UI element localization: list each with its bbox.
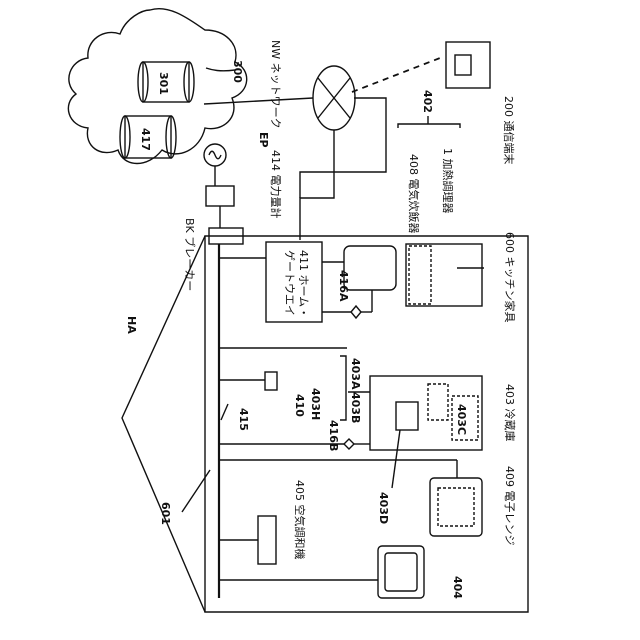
sensor-410 <box>265 372 277 390</box>
house-ref-label: 601 <box>159 502 172 525</box>
terminal-label: 200 通信端末 <box>502 96 516 165</box>
fridge-c-label: 403C <box>455 404 468 435</box>
fridge-a-label: 403A <box>349 358 362 390</box>
adapter-a <box>351 306 361 318</box>
cloud-label: 300 <box>231 60 244 83</box>
link-label: 402 <box>421 90 434 113</box>
house-outline <box>205 236 528 612</box>
fridge-h-label: 403H <box>309 388 322 420</box>
gateway-label-1: 411 ホーム・ <box>297 250 310 318</box>
kitchen-label: 600 キッチン家具 <box>503 232 517 323</box>
terminal-icon <box>446 42 490 88</box>
fridge-label: 403 冷蔵庫 <box>503 384 517 442</box>
network-router-icon <box>313 66 355 130</box>
network-label: NW ネットワーク <box>269 40 282 129</box>
heating-cooker <box>409 246 431 304</box>
adapter-b <box>344 439 354 449</box>
microwave-label: 409 電子レンジ <box>503 466 516 546</box>
breaker-label: BK ブレーカー <box>183 218 197 291</box>
house-label: HA <box>125 316 138 334</box>
kitchen-furniture <box>406 244 482 306</box>
power-meter-box <box>206 186 234 206</box>
meter-symbol-label: EP <box>257 132 270 148</box>
adapter-a-label: 416A <box>337 270 350 302</box>
rice-cooker <box>344 246 396 290</box>
meter-label: 414 電力量計 <box>269 150 283 219</box>
fridge-d-label: 403D <box>377 492 390 524</box>
rice-cooker-label: 408 電気炊飯器 <box>407 154 421 234</box>
fridge-part-a <box>428 384 448 420</box>
air-conditioner <box>258 516 276 564</box>
fridge-part-b <box>396 402 418 430</box>
gateway-label-2: ゲートウエイ <box>283 250 296 316</box>
sensor-label: 410 <box>293 394 306 417</box>
server-301-label: 301 <box>157 72 170 95</box>
bus-label: 415 <box>237 408 250 431</box>
adapter-b-label: 416B <box>327 420 340 451</box>
tv-label: 404 <box>451 576 464 599</box>
ac-label: 405 空気調和機 <box>293 480 307 560</box>
server-417-label: 417 <box>139 128 152 151</box>
fridge-b-label: 403B <box>349 392 362 423</box>
heating-cooker-label: 1 加熱調理器 <box>441 148 455 214</box>
